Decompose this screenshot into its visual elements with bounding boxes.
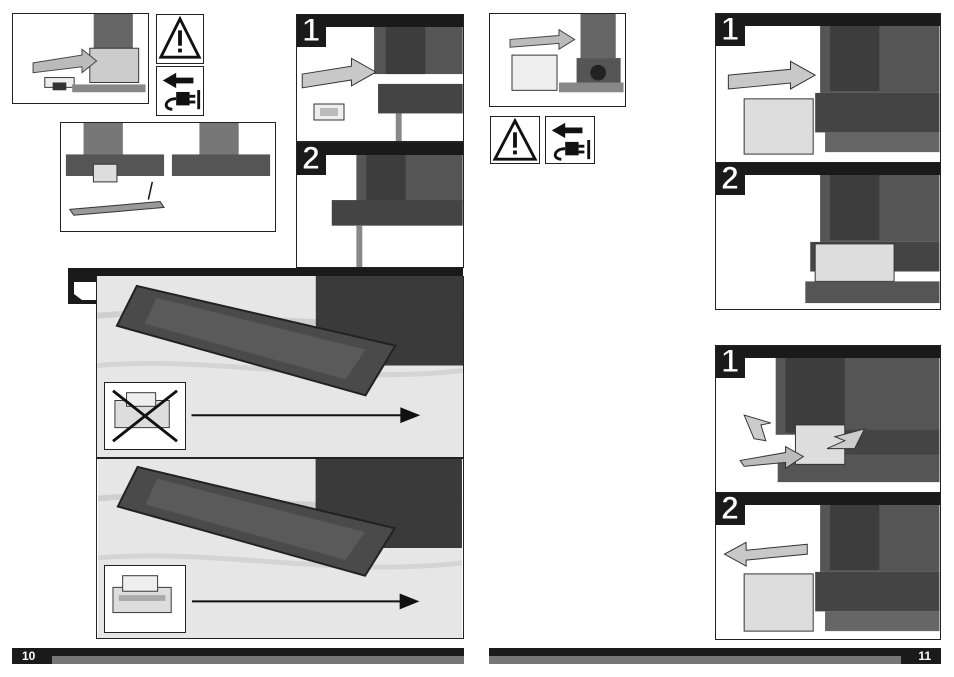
callout-part (312, 100, 348, 124)
detail-zoom-panel (60, 122, 276, 232)
left-step-2-number: 2 (296, 142, 326, 175)
right-top-step-2-illustration (716, 163, 940, 309)
right-page-footer: 11 (489, 648, 941, 664)
right-bottom-step-1-number: 1 (715, 345, 745, 378)
right-top-step-1-number: 1 (715, 13, 745, 46)
right-top-step-1-illustration (716, 14, 940, 162)
right-bottom-step-2-bar (715, 492, 941, 505)
wrong-part-box (104, 382, 186, 450)
right-overview-illustration (490, 14, 625, 106)
right-top-step-2-number: 2 (715, 162, 745, 195)
right-bottom-step-2-number: 2 (715, 492, 745, 525)
right-overview-panel (489, 13, 626, 107)
unplug-power-icon (156, 66, 204, 116)
right-bottom-step-1-bar (715, 345, 941, 358)
right-top-step-1-panel: 1 (715, 13, 941, 163)
detail-zoom-illustration (61, 123, 275, 231)
right-page-number: 11 (918, 648, 931, 664)
right-top-step-1-bar (715, 13, 941, 26)
left-step-1-number: 1 (296, 14, 326, 47)
right-bottom-step-2-panel: 2 (715, 492, 941, 640)
warning-triangle-icon (156, 14, 204, 64)
warning-triangle-icon (490, 116, 540, 164)
overview-illustration (13, 14, 148, 103)
overview-panel (12, 13, 149, 104)
right-bottom-step-1-panel: 1 (715, 345, 941, 493)
left-page-number: 10 (22, 648, 35, 664)
unplug-power-icon (545, 116, 595, 164)
right-bottom-step-1-illustration (716, 346, 940, 492)
right-top-step-2-panel: 2 (715, 162, 941, 310)
left-step-2-panel: 2 (296, 142, 464, 268)
hint-bar (123, 268, 463, 276)
right-bottom-step-2-illustration (716, 493, 940, 639)
left-page-footer: 10 (12, 648, 464, 664)
correct-part-box (104, 565, 186, 633)
right-top-step-2-bar (715, 162, 941, 175)
